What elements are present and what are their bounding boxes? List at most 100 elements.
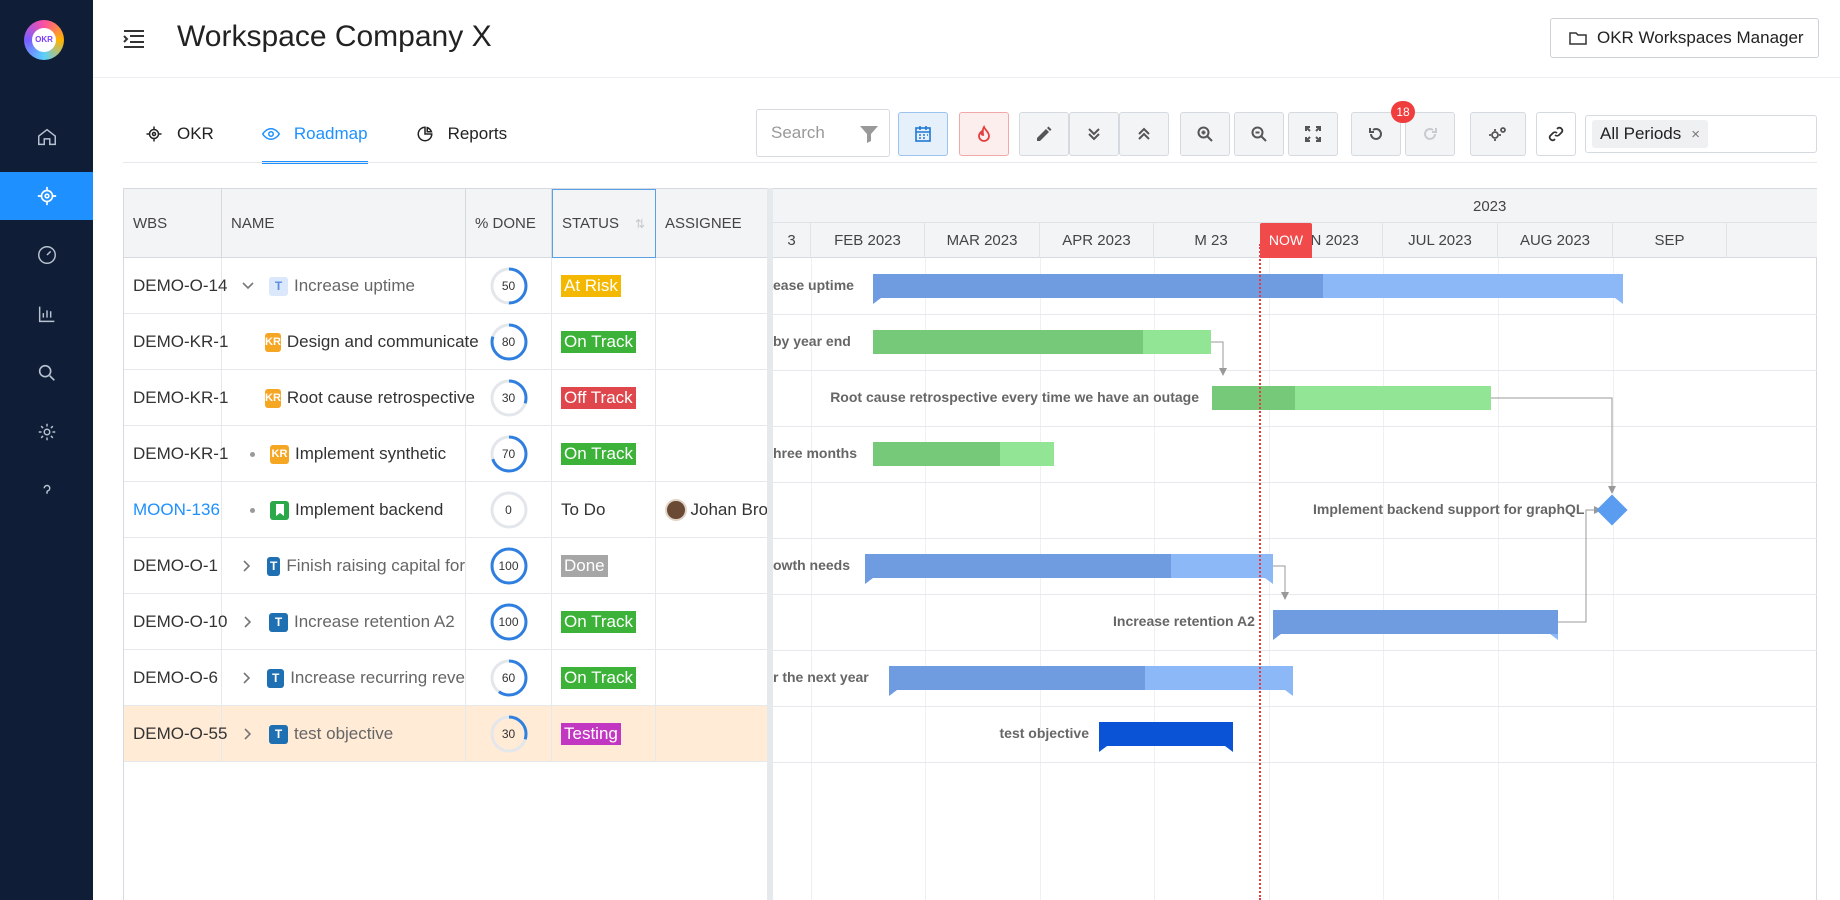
gantt-row-gridline: [773, 650, 1817, 651]
filter-icon[interactable]: [859, 124, 879, 144]
zoom-in-button[interactable]: [1180, 112, 1230, 156]
tab-okr[interactable]: OKR: [145, 118, 214, 164]
collapse-all-button[interactable]: [1119, 112, 1169, 156]
chevrons-down-icon: [1088, 128, 1100, 141]
chevron-right-icon[interactable]: [239, 557, 255, 575]
column-header-assignee[interactable]: ASSIGNEE: [665, 215, 742, 232]
assignee-cell[interactable]: [656, 370, 768, 426]
undo-button[interactable]: [1351, 112, 1401, 156]
search-input[interactable]: Search: [756, 109, 890, 157]
status-cell[interactable]: On Track: [552, 314, 656, 370]
calendar-button[interactable]: [898, 112, 948, 156]
status-cell[interactable]: On Track: [552, 594, 656, 650]
chevron-down-icon[interactable]: [239, 277, 257, 295]
grid-gantt-splitter[interactable]: [767, 188, 773, 900]
nav-dashboard-icon[interactable]: [0, 231, 93, 279]
nav-chart-icon[interactable]: [0, 290, 93, 338]
period-remove-icon[interactable]: ×: [1691, 125, 1701, 143]
progress-ring: 0: [489, 490, 529, 530]
nav-search-icon[interactable]: [0, 349, 93, 397]
column-header-status[interactable]: STATUS ⇅: [552, 189, 656, 258]
wbs-cell: DEMO-O-55: [124, 706, 227, 762]
chevron-right-icon[interactable]: [239, 725, 257, 743]
sort-icon[interactable]: ⇅: [634, 217, 645, 231]
link-button[interactable]: [1536, 112, 1576, 156]
settings-button[interactable]: [1470, 112, 1526, 156]
objective-bar[interactable]: [865, 554, 1273, 584]
assignee-cell[interactable]: [656, 594, 768, 650]
period-selector[interactable]: All Periods ×: [1585, 115, 1817, 153]
nav-home-icon[interactable]: [0, 113, 93, 161]
assignee-cell[interactable]: Johan Bro: [656, 482, 768, 538]
workspaces-manager-button[interactable]: OKR Workspaces Manager: [1550, 18, 1819, 58]
app-logo[interactable]: OKR: [24, 20, 64, 60]
status-badge: At Risk: [561, 275, 621, 297]
assignee-cell[interactable]: [656, 650, 768, 706]
gantt-month-label: AUG 2023: [1498, 223, 1613, 258]
nav-target-icon[interactable]: [0, 172, 93, 220]
gantt-row-gridline: [773, 706, 1817, 707]
gantt-bar-label: test objective: [999, 725, 1089, 741]
key-result-bar[interactable]: [1212, 386, 1491, 410]
column-header-wbs[interactable]: WBS: [124, 189, 222, 258]
status-cell[interactable]: To Do: [552, 482, 656, 538]
key-result-bar[interactable]: [873, 330, 1211, 354]
wbs-cell[interactable]: MOON-136: [124, 482, 222, 538]
nav-gear-icon[interactable]: [0, 408, 93, 456]
objective-bar[interactable]: [889, 666, 1293, 696]
gantt-bar-label: owth needs: [773, 557, 851, 573]
assignee-cell[interactable]: [656, 314, 768, 370]
status-cell[interactable]: On Track: [552, 650, 656, 706]
objective-bar[interactable]: [873, 274, 1623, 304]
fit-to-screen-button[interactable]: [1288, 112, 1338, 156]
wbs-cell: DEMO-O-6: [124, 650, 222, 706]
tab-roadmap[interactable]: Roadmap: [261, 118, 368, 164]
tab-reports[interactable]: Reports: [416, 118, 507, 164]
status-cell[interactable]: At Risk: [552, 258, 656, 314]
tabs-divider: [123, 162, 1817, 163]
redo-button[interactable]: [1405, 112, 1455, 156]
chevron-right-icon[interactable]: [239, 669, 255, 687]
objective-bar[interactable]: [1273, 610, 1558, 640]
name-cell[interactable]: Implement backend: [222, 482, 466, 538]
menu-toggle-icon[interactable]: [121, 26, 147, 52]
objective-bar[interactable]: [1099, 722, 1233, 752]
assignee-cell[interactable]: [656, 706, 768, 762]
key-result-bar[interactable]: [873, 442, 1054, 466]
nav-help-icon[interactable]: [0, 467, 93, 515]
zoom-out-button[interactable]: [1234, 112, 1284, 156]
status-cell[interactable]: Done: [552, 538, 656, 594]
tree-bullet: [250, 451, 255, 457]
status-cell[interactable]: Testing: [552, 706, 656, 762]
gantt-month-label: JUL 2023: [1383, 223, 1498, 258]
status-cell[interactable]: On Track: [552, 426, 656, 482]
assignee-cell[interactable]: [656, 258, 768, 314]
critical-path-button[interactable]: [959, 112, 1009, 156]
column-header-name[interactable]: NAME: [222, 189, 466, 258]
status-cell[interactable]: Off Track: [552, 370, 656, 426]
column-header-done[interactable]: % DONE: [466, 189, 552, 258]
expand-all-button[interactable]: [1069, 112, 1119, 156]
pencil-icon: [1037, 126, 1052, 141]
assignee-cell[interactable]: [656, 426, 768, 482]
chevron-right-icon[interactable]: [239, 613, 257, 631]
assignee-cell[interactable]: [656, 538, 768, 594]
edit-button[interactable]: [1019, 112, 1069, 156]
